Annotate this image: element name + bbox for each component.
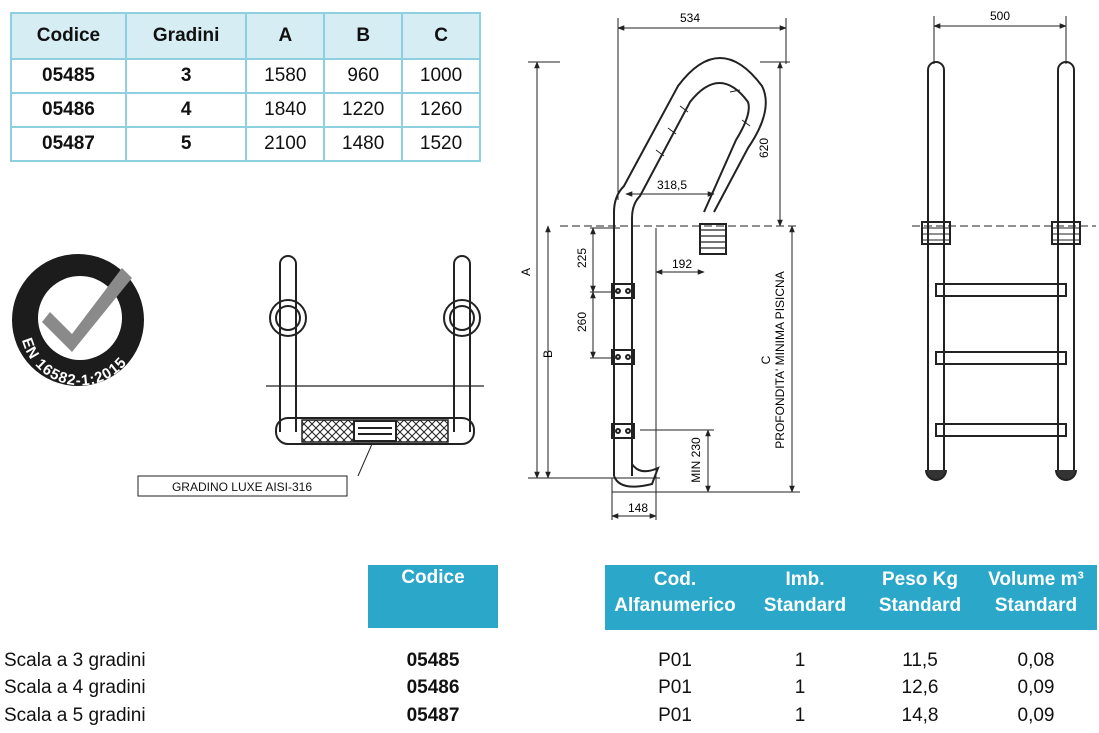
header-cod-line2: Alfanumerico — [614, 595, 736, 616]
spec-cell-c: 1520 — [401, 126, 481, 162]
table-row: 05485 3 1580 960 1000 — [10, 58, 481, 94]
header-codice-label: Codice — [401, 567, 465, 588]
header-cod-alfanumerico: Cod. Alfanumerico — [605, 565, 745, 630]
row-volume: 0,09 — [1017, 705, 1055, 726]
header-peso-line1: Peso Kg — [881, 569, 959, 590]
row-alpha-code: P01 — [658, 705, 692, 726]
spec-cell-code: 05486 — [10, 92, 127, 128]
depth-label: PROFONDITA' MINIMA PISICNA — [773, 271, 787, 448]
spec-cell-b: 960 — [323, 58, 404, 94]
row-description: Scala a 5 gradini — [4, 705, 146, 726]
spec-cell-c: 1000 — [401, 58, 481, 94]
spec-cell-code: 05487 — [10, 126, 127, 162]
row-alpha-code: P01 — [658, 650, 692, 671]
row-packaging: 1 — [794, 650, 806, 671]
table-row: 05487 5 2100 1480 1520 — [10, 126, 481, 162]
dim-step-260: 260 — [575, 312, 589, 332]
dim-label-a: A — [519, 268, 533, 276]
certification-badge: EN 16582-1:2015 — [12, 254, 144, 389]
header-cod-line1: Cod. — [653, 569, 697, 590]
spec-header-gradini: Gradini — [124, 12, 248, 60]
table-row: 05486 4 1840 1220 1260 — [10, 92, 481, 128]
spec-cell-a: 1840 — [245, 92, 326, 128]
dim-height-620: 620 — [757, 138, 771, 158]
dim-min-230: MIN 230 — [689, 437, 703, 483]
spec-header-c: C — [401, 12, 481, 60]
row-volume: 0,09 — [1017, 677, 1055, 698]
header-imb-line1: Imb. — [785, 569, 825, 590]
header-volume-line2: Standard — [994, 595, 1078, 616]
row-alpha-code: P01 — [658, 677, 692, 698]
callout-box — [137, 475, 348, 497]
header-volume-line1: Volume m³ — [988, 569, 1084, 590]
spec-header-codice: Codice — [10, 12, 127, 60]
spec-cell-steps: 4 — [124, 92, 248, 128]
dim-anchor-318: 318,5 — [657, 178, 687, 192]
row-weight: 14,8 — [901, 705, 939, 726]
header-codice: Codice — [368, 565, 498, 628]
spec-cell-steps: 5 — [124, 126, 248, 162]
spec-cell-b: 1220 — [323, 92, 404, 128]
row-weight: 11,5 — [902, 650, 938, 671]
dim-label-b: B — [541, 350, 555, 358]
dim-label-c: C — [759, 355, 773, 364]
spec-cell-code: 05485 — [10, 58, 127, 94]
spec-cell-a: 1580 — [245, 58, 326, 94]
row-packaging: 1 — [794, 677, 806, 698]
spec-header-a: A — [245, 12, 326, 60]
dim-step-225: 225 — [575, 248, 589, 268]
row-code: 05487 — [406, 705, 460, 726]
spec-cell-a: 2100 — [245, 126, 326, 162]
spec-table: Codice Gradini A B C 05485 3 1580 960 10… — [10, 12, 481, 162]
dim-offset-192: 192 — [672, 257, 692, 271]
step-callout-label: GRADINO LUXE AISI-316 — [172, 480, 312, 494]
row-code: 05486 — [406, 677, 460, 698]
rear-dimension-lines — [912, 16, 1096, 227]
row-volume: 0,08 — [1017, 650, 1055, 671]
header-volume-standard: Volume m³ Standard — [975, 565, 1097, 630]
header-imb-line2: Standard — [763, 595, 847, 616]
header-peso-standard: Peso Kg Standard — [865, 565, 975, 630]
checkmark-icon — [42, 268, 132, 352]
header-imb-standard: Imb. Standard — [745, 565, 865, 630]
rear-dim-width-500: 500 — [990, 9, 1010, 23]
spec-cell-steps: 3 — [124, 58, 248, 94]
front-view-drawing — [266, 255, 484, 477]
spec-header-b: B — [323, 12, 404, 60]
rear-view-drawing — [921, 61, 1081, 481]
side-view-drawing — [611, 57, 767, 488]
technical-drawings: EN 16582-1:2015 GRADINO LUXE AISI-316 — [12, 9, 1096, 520]
row-packaging: 1 — [794, 705, 806, 726]
row-weight: 12,6 — [901, 677, 939, 698]
header-peso-line2: Standard — [878, 595, 962, 616]
spec-cell-b: 1480 — [323, 126, 404, 162]
side-dimension-lines — [528, 18, 800, 520]
spec-cell-c: 1260 — [401, 92, 481, 128]
row-description: Scala a 4 gradini — [4, 677, 146, 698]
dim-base-148: 148 — [628, 501, 648, 515]
row-description: Scala a 3 gradini — [4, 650, 146, 671]
spec-header-row: Codice Gradini A B C — [10, 12, 481, 60]
row-code: 05485 — [406, 650, 460, 671]
dim-width-534: 534 — [680, 11, 700, 25]
